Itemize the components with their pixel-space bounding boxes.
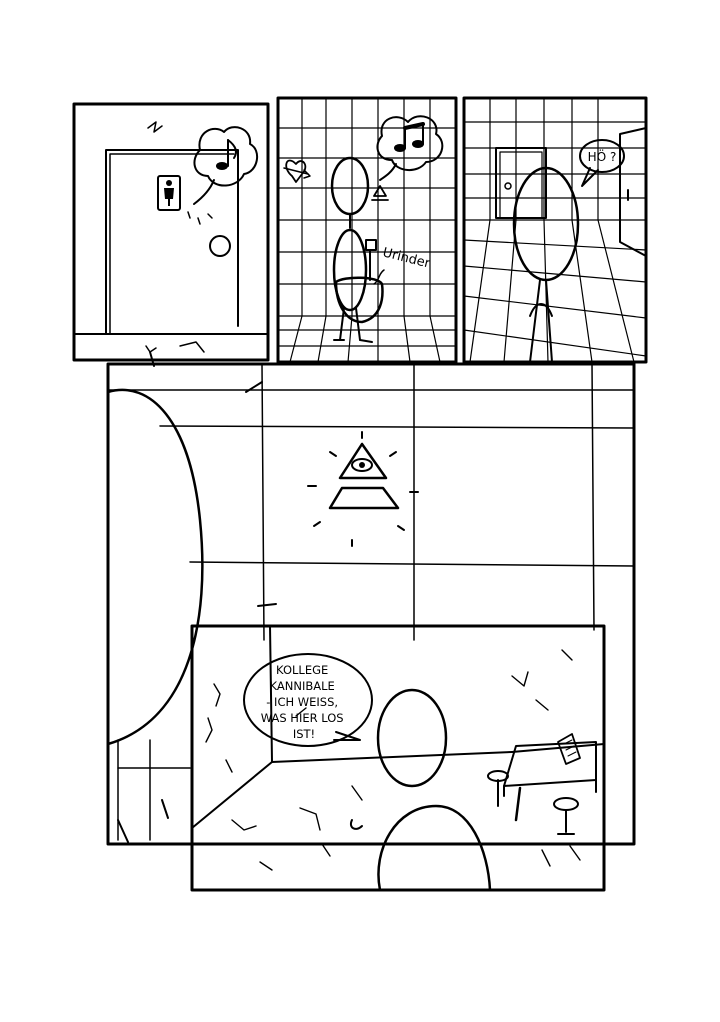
urinal: [334, 239, 384, 324]
speech-text: KOLLEGE KANNIBALE - ICH WEISS, WAS HIER …: [261, 663, 348, 741]
speech-line: KANNIBALE: [270, 679, 335, 693]
tile-grid: [277, 97, 457, 363]
music-note-icon: [216, 139, 237, 170]
speech-line: WAS HIER LOS: [261, 711, 344, 725]
panel-1: [72, 102, 270, 362]
panel-5: KOLLEGE KANNIBALE - ICH WEISS, WAS HIER …: [190, 624, 606, 892]
character: [330, 156, 373, 343]
speech-line: - ICH WEISS,: [266, 695, 338, 709]
music-thought-bubble: [193, 126, 259, 205]
speech-bubble: KOLLEGE KANNIBALE - ICH WEISS, WAS HIER …: [243, 653, 373, 747]
urinder-sign-text: Urinder: [381, 245, 432, 271]
tile-grid: [463, 97, 647, 363]
speech-bubble: HÖ ?: [579, 139, 625, 187]
restroom-sign-icon: [157, 175, 181, 211]
table: [487, 733, 597, 835]
character: [350, 688, 492, 892]
character: [512, 166, 580, 363]
music-thought-bubble: [376, 115, 444, 181]
heart-graffiti-icon: [283, 159, 311, 183]
speech-line: IST!: [293, 727, 315, 741]
tile-grid: [107, 363, 635, 841]
big-head-shape: [106, 388, 204, 746]
speech-line: KOLLEGE: [276, 663, 328, 677]
panel-2: Urinder: [276, 96, 458, 364]
door-knob: [209, 235, 231, 257]
speech-text: HÖ ?: [588, 148, 617, 164]
eye-of-providence-icon: [307, 431, 419, 547]
panel-3: HÖ ?: [462, 96, 648, 364]
wall-texture: [205, 649, 581, 871]
music-note-icon: [394, 122, 425, 152]
panel-4: [106, 351, 636, 846]
